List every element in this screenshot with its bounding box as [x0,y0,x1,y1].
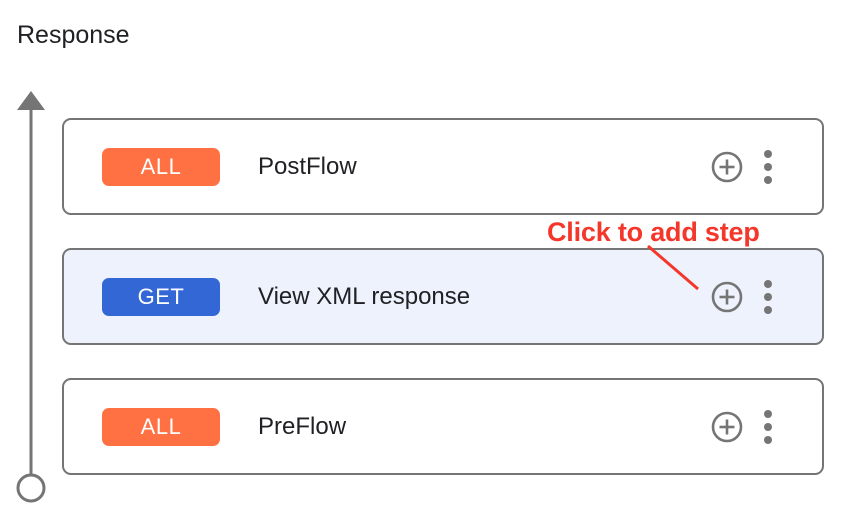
arrow-up-icon [17,91,45,110]
verb-badge: GET [102,277,220,316]
flow-step-label: PostFlow [258,152,357,180]
kebab-menu-icon[interactable] [764,279,772,314]
circle-endpoint-icon [16,473,46,503]
flow-step-label: View XML response [258,282,471,310]
row-actions [711,409,772,444]
kebab-menu-icon[interactable] [764,409,772,444]
kebab-menu-icon[interactable] [764,149,772,184]
plus-circle-icon[interactable] [711,411,743,443]
verb-badge: ALL [102,407,220,446]
verb-badge: ALL [102,147,220,186]
flow-step-list: ALL PostFlow GET View XML response [62,118,824,508]
row-actions [711,149,772,184]
page-title: Response [17,21,130,49]
flow-step-row[interactable]: ALL PostFlow [62,118,824,215]
row-actions [711,279,772,314]
flow-axis-graphic [16,91,46,503]
flow-axis [0,80,64,514]
flow-step-label: PreFlow [258,412,347,440]
flow-step-row-selected[interactable]: GET View XML response [62,248,824,345]
flow-step-row[interactable]: ALL PreFlow [62,378,824,475]
plus-circle-icon[interactable] [711,281,743,313]
plus-circle-icon[interactable] [711,151,743,183]
